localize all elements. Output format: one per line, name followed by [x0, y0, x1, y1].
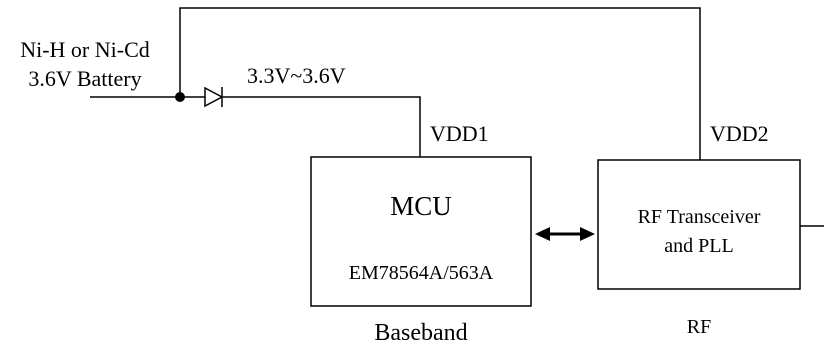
- bidirectional-arrow-icon: [535, 227, 595, 241]
- vdd1-label: VDD1: [430, 121, 489, 146]
- vdd2-supply-wire: [179, 7, 701, 160]
- mcu-block: [310, 156, 532, 307]
- battery-label-line2: 3.6V Battery: [28, 66, 141, 91]
- diode-icon: [204, 86, 224, 108]
- vdd2-label: VDD2: [710, 121, 769, 146]
- mcu-part-number: EM78564A/563A: [349, 262, 494, 284]
- rf-block: [597, 159, 801, 290]
- mcu-title: MCU: [390, 191, 452, 221]
- rf-title-line2: and PLL: [664, 235, 733, 257]
- supply-voltage-label: 3.3V~3.6V: [247, 63, 346, 88]
- rf-title-line1: RF Transceiver: [638, 206, 761, 228]
- battery-label-line1: Ni-H or Ni-Cd: [20, 37, 150, 62]
- vdd1-supply-wire: [222, 96, 421, 157]
- baseband-label: Baseband: [374, 320, 467, 346]
- rf-section-label: RF: [687, 316, 711, 338]
